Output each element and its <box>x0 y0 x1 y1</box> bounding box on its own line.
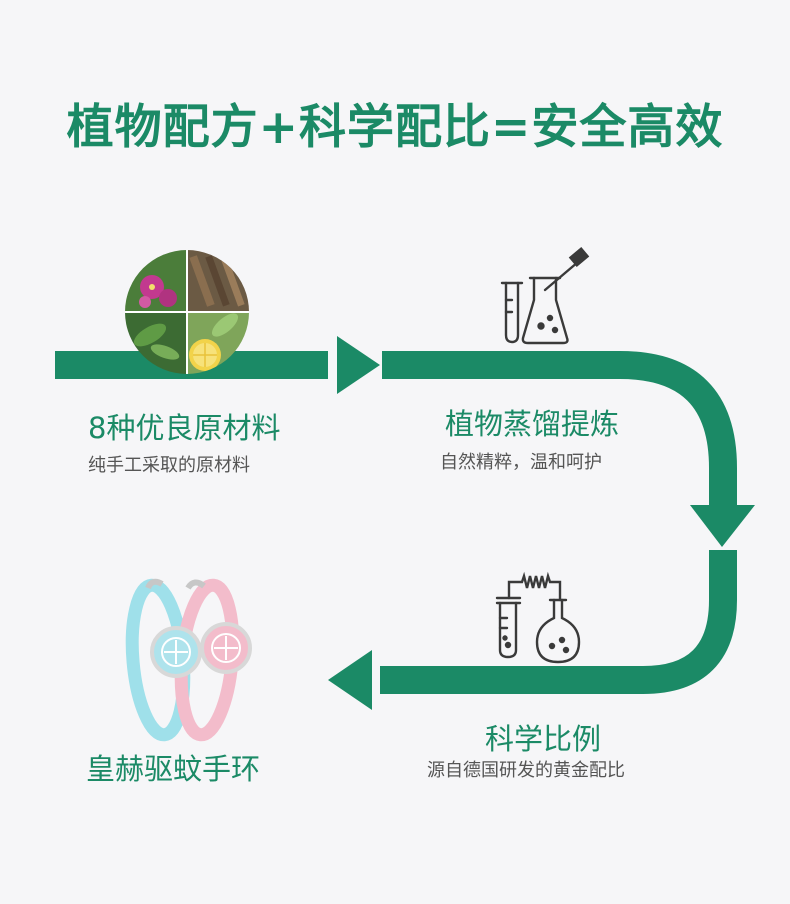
step-1-desc: 纯手工采取的原材料 <box>88 455 250 476</box>
mosquito-repellent-bracelet <box>125 578 252 742</box>
flow-arrowhead-right <box>337 336 380 394</box>
page-title: 植物配方+科学配比=安全高效 <box>66 100 724 155</box>
step-3-title: 科学比例 <box>485 722 602 756</box>
flow-arrow-right-curve <box>382 351 737 510</box>
step-4-title: 皇赫驱蚊手环 <box>86 752 261 786</box>
flow-arrowhead-left <box>328 650 372 710</box>
step-2-title: 植物蒸馏提炼 <box>445 407 620 441</box>
step-2-desc: 自然精粹，温和呵护 <box>440 452 602 473</box>
flow-arrowhead-down <box>690 505 755 547</box>
plant-materials-photo <box>125 250 249 374</box>
step-3-desc: 源自德国研发的黄金配比 <box>427 760 625 781</box>
flow-arrow-bottom-curve <box>380 550 737 694</box>
step-1-title: 8种优良原材料 <box>88 411 281 445</box>
lab-glassware-icon <box>500 246 590 345</box>
chemistry-apparatus-icon <box>495 571 581 664</box>
